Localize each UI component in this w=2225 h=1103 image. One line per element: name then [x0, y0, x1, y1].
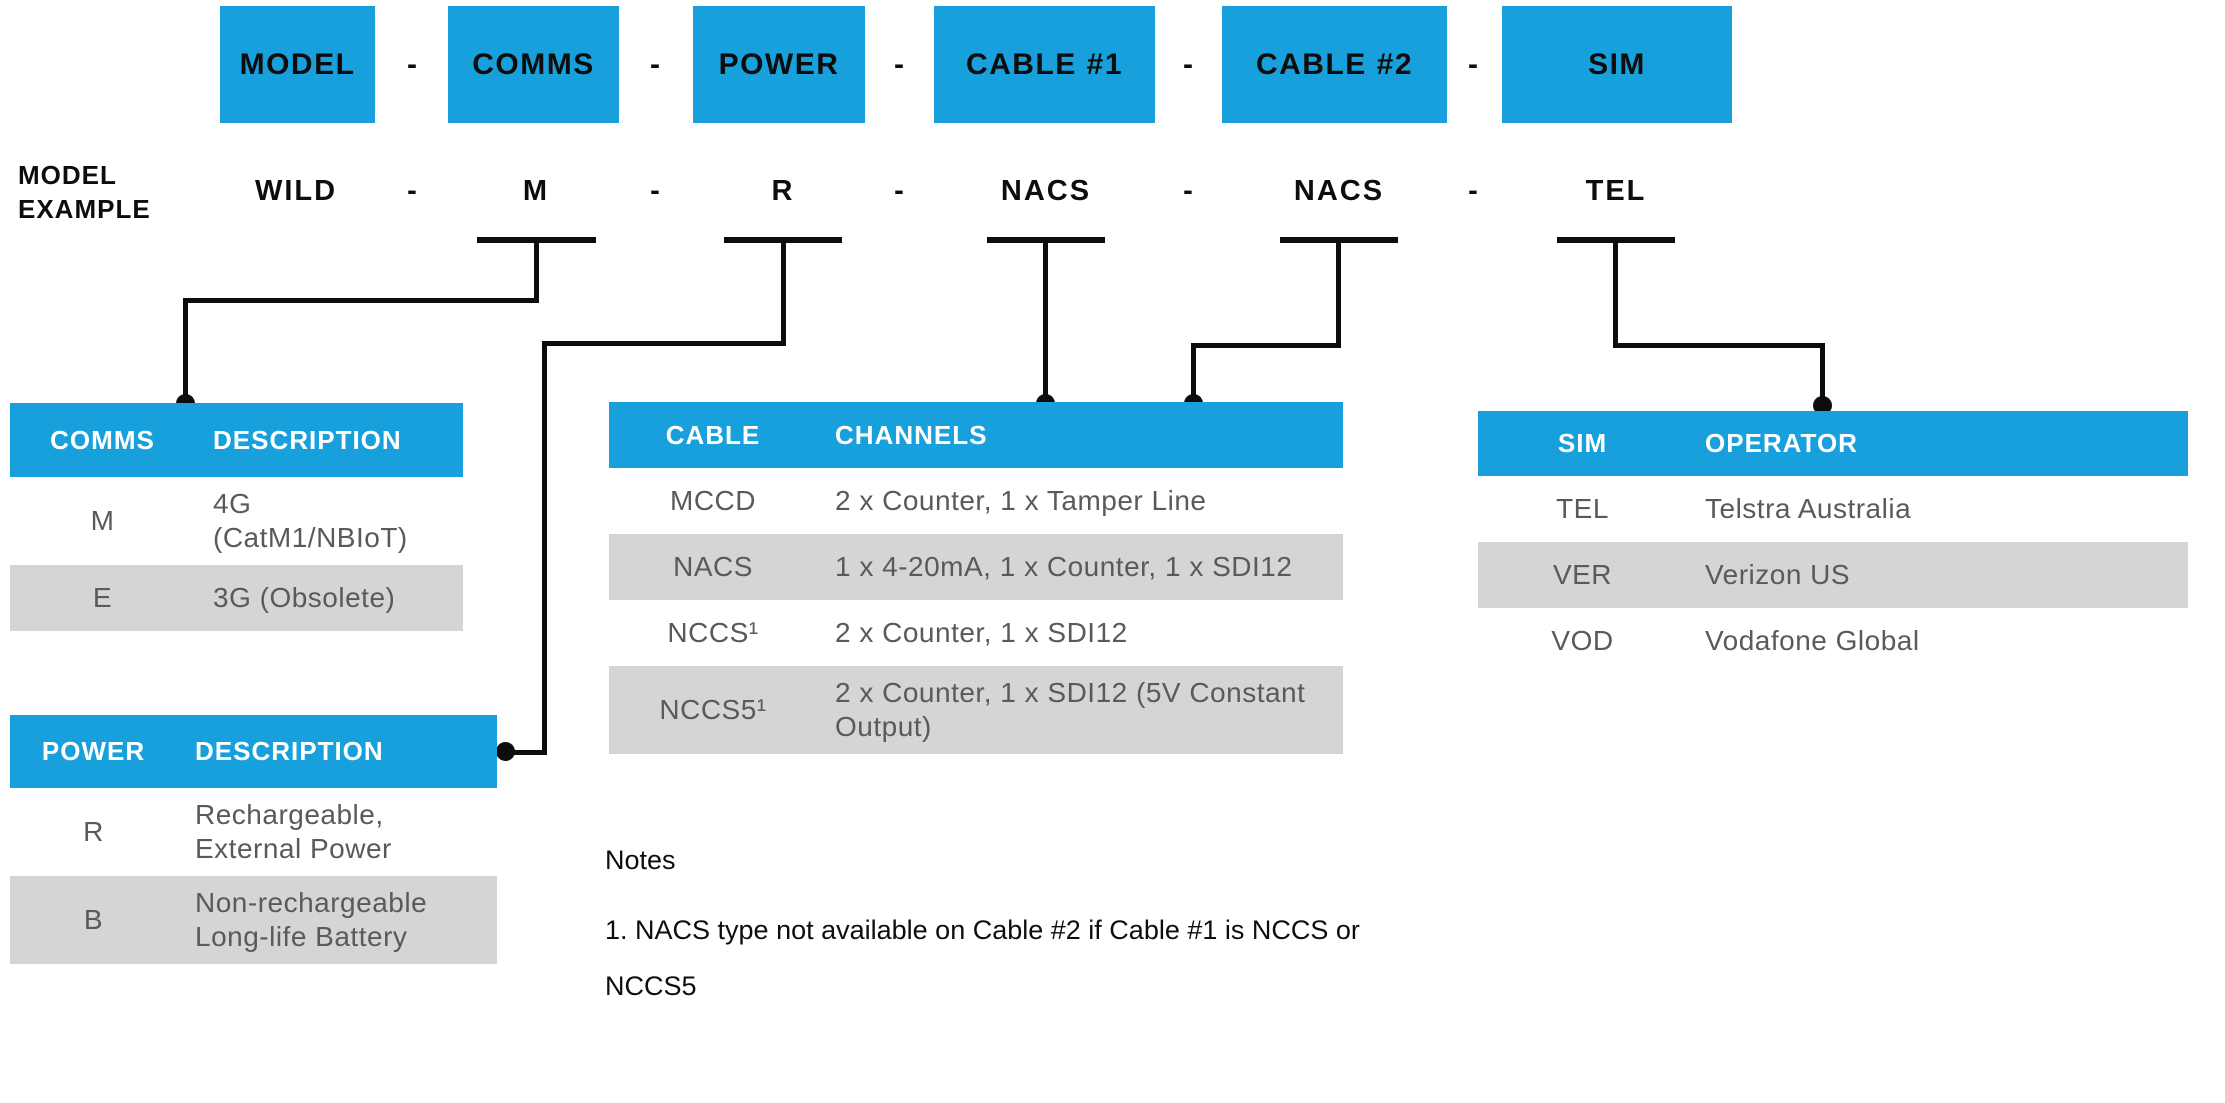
sim-table-rows: TEL Telstra Australia VER Verizon US VOD… — [1478, 476, 2188, 674]
separator-dash: - — [894, 175, 904, 207]
model-example-label-line1: MODEL — [18, 160, 117, 190]
row-code: NACS — [673, 551, 753, 582]
table-row: M 4G (CatM1/NBIoT) — [10, 477, 463, 565]
comms-header-col2: DESCRIPTION — [213, 424, 402, 455]
comms-table-rows: M 4G (CatM1/NBIoT) E 3G (Obsolete) — [10, 477, 463, 631]
separator-dash: - — [407, 175, 417, 207]
row-description: Rechargeable, External Power — [195, 799, 392, 864]
row-operator: Telstra Australia — [1705, 493, 1912, 524]
separator-dash: - — [1468, 48, 1478, 81]
example-value-sim: TEL — [1585, 175, 1647, 207]
connector-sim-line — [1613, 343, 1825, 348]
example-value-comms: M — [522, 175, 550, 207]
segment-box-model: MODEL — [220, 6, 375, 123]
table-row: B Non-rechargeable Long-life Battery — [10, 876, 497, 964]
comms-table: COMMS DESCRIPTION M 4G (CatM1/NBIoT) E 3… — [10, 403, 463, 631]
cable-table: CABLE CHANNELS MCCD 2 x Counter, 1 x Tam… — [609, 402, 1343, 754]
row-code: TEL — [1556, 493, 1609, 524]
connector-cable2-line — [1191, 343, 1196, 406]
table-row: NACS 1 x 4-20mA, 1 x Counter, 1 x SDI12 — [609, 534, 1343, 600]
segment-box-sim: SIM — [1502, 6, 1732, 123]
table-row: TEL Telstra Australia — [1478, 476, 2188, 542]
table-row: NCCS¹ 2 x Counter, 1 x SDI12 — [609, 600, 1343, 666]
separator-dash: - — [894, 48, 904, 81]
row-code: VER — [1552, 559, 1613, 590]
row-description: 3G (Obsolete) — [213, 582, 396, 613]
segment-box-comms: COMMS — [448, 6, 619, 123]
row-channels: 2 x Counter, 1 x Tamper Line — [835, 485, 1207, 516]
cable-table-header: CABLE CHANNELS — [609, 402, 1343, 468]
example-value-power: R — [771, 175, 795, 207]
power-table-rows: R Rechargeable, External Power B Non-rec… — [10, 788, 497, 964]
row-operator: Verizon US — [1705, 559, 1851, 590]
row-operator: Vodafone Global — [1705, 625, 1920, 656]
connector-sim-dot — [1813, 396, 1832, 415]
cable-header-col1: CABLE — [665, 419, 761, 450]
connector-cable2-line — [1336, 239, 1341, 348]
sim-header-col2: OPERATOR — [1705, 428, 1858, 458]
row-code: M — [90, 505, 115, 536]
table-row: VOD Vodafone Global — [1478, 608, 2188, 674]
connector-cable2-line — [1191, 343, 1341, 348]
comms-header-col1: COMMS — [50, 424, 155, 455]
power-table: POWER DESCRIPTION R Rechargeable, Extern… — [10, 715, 497, 964]
comms-table-header: COMMS DESCRIPTION — [10, 403, 463, 477]
separator-dash: - — [1468, 175, 1478, 207]
row-code: E — [92, 582, 113, 613]
table-row: NCCS5¹ 2 x Counter, 1 x SDI12 (5V Consta… — [609, 666, 1343, 754]
table-row: R Rechargeable, External Power — [10, 788, 497, 876]
separator-dash: - — [407, 48, 417, 81]
model-example-label-line2: EXAMPLE — [18, 194, 151, 224]
connector-power-dot — [496, 742, 515, 761]
connector-sim-line — [1613, 239, 1618, 348]
example-value-cable1: NACS — [1000, 175, 1092, 207]
row-channels: 2 x Counter, 1 x SDI12 (5V Constant Outp… — [835, 677, 1306, 742]
notes-title: Notes — [605, 845, 676, 875]
connector-power-line — [542, 341, 547, 755]
row-code: VOD — [1551, 625, 1614, 656]
segment-box-cable1: CABLE #1 — [934, 6, 1155, 123]
model-example-label: MODEL EXAMPLE — [18, 158, 151, 226]
connector-sim-line — [1820, 343, 1825, 407]
sim-header-col1: SIM — [1557, 428, 1608, 458]
power-table-header: POWER DESCRIPTION — [10, 715, 497, 788]
connector-power-line — [781, 239, 786, 346]
example-value-cable2: NACS — [1293, 175, 1385, 207]
cable-header-col2: CHANNELS — [835, 419, 988, 450]
cable-table-rows: MCCD 2 x Counter, 1 x Tamper Line NACS 1… — [609, 468, 1343, 754]
example-value-model: WILD — [254, 175, 338, 207]
segment-box-power: POWER — [693, 6, 865, 123]
row-description: Non-rechargeable Long-life Battery — [195, 887, 428, 952]
power-header-col2: DESCRIPTION — [195, 736, 384, 766]
connector-comms-line — [534, 239, 539, 303]
table-row: MCCD 2 x Counter, 1 x Tamper Line — [609, 468, 1343, 534]
connector-power-line — [505, 750, 547, 755]
separator-dash: - — [650, 48, 660, 81]
table-row: VER Verizon US — [1478, 542, 2188, 608]
row-description: 4G (CatM1/NBIoT) — [213, 488, 408, 553]
note-item-1: 1. NACS type not available on Cable #2 i… — [605, 915, 1360, 1001]
connector-cable1-line — [1043, 239, 1048, 405]
connector-comms-line — [183, 298, 539, 303]
row-code: NCCS5¹ — [659, 694, 767, 725]
separator-dash: - — [1183, 48, 1193, 81]
segment-box-cable2: CABLE #2 — [1222, 6, 1447, 123]
row-channels: 2 x Counter, 1 x SDI12 — [835, 617, 1128, 648]
row-code: MCCD — [670, 485, 756, 516]
connector-power-line — [542, 341, 786, 346]
sim-table: SIM OPERATOR TEL Telstra Australia VER V… — [1478, 411, 2188, 674]
row-code: B — [83, 904, 104, 935]
connector-comms-line — [183, 298, 188, 406]
row-code: NCCS¹ — [667, 617, 759, 648]
row-code: R — [83, 816, 104, 847]
power-header-col1: POWER — [41, 736, 146, 766]
sim-table-header: SIM OPERATOR — [1478, 411, 2188, 476]
row-channels: 1 x 4-20mA, 1 x Counter, 1 x SDI12 — [835, 551, 1293, 582]
notes-section: Notes 1. NACS type not available on Cabl… — [605, 845, 1425, 1014]
separator-dash: - — [650, 175, 660, 207]
separator-dash: - — [1183, 175, 1193, 207]
table-row: E 3G (Obsolete) — [10, 565, 463, 631]
